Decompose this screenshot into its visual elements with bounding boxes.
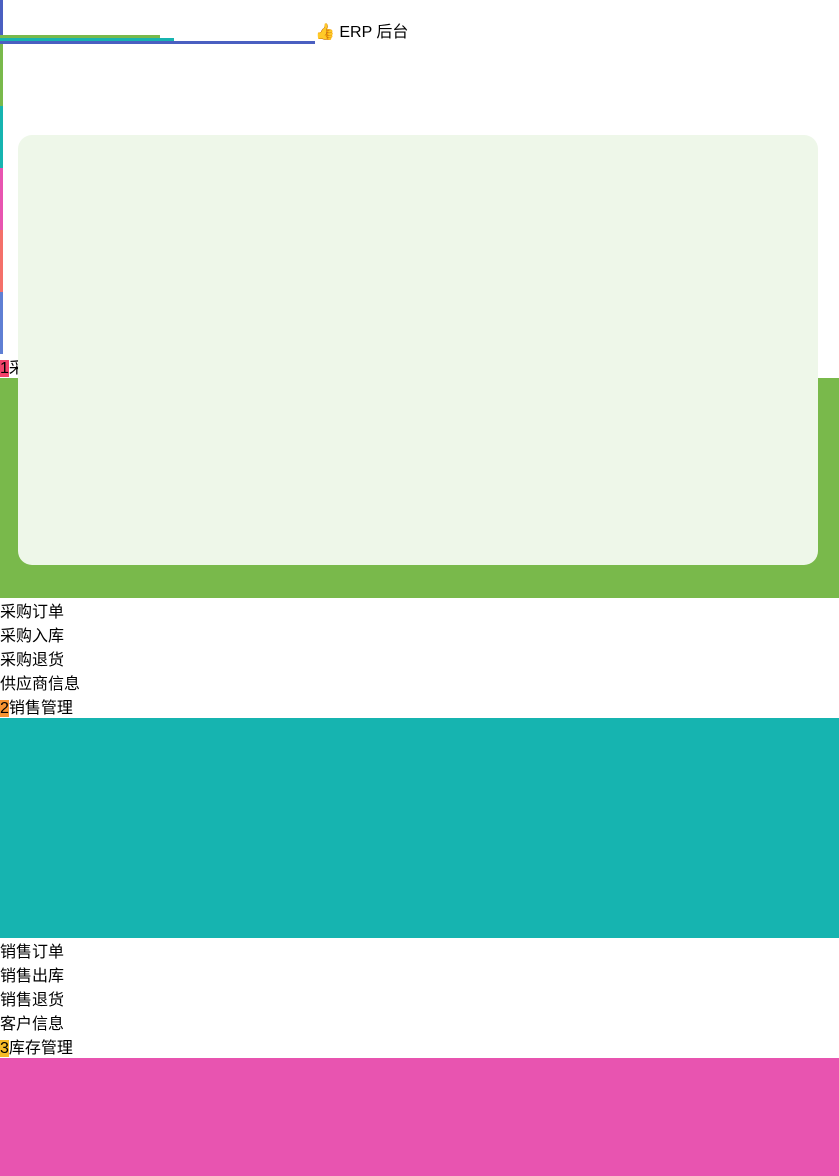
column-header-3[interactable]: 3库存管理 [0,1034,839,1058]
connector-root-stem [0,0,3,35]
column-3: 3库存管理仓库信息产品库存其它出库其它入库库存调拨库存盘点出库库明细 [0,1034,839,1176]
column-title-3: 库存管理 [8,1040,73,1057]
leaf-spine-3 [0,1058,839,1176]
connector-drop-2 [0,106,3,168]
leaf-item[interactable]: 客户信息 [0,1010,86,1034]
leaf-item[interactable]: 销售出库 [0,962,86,986]
leaf-item[interactable]: 采购订单 [0,598,86,622]
leaf-label: 客户信息 [0,1016,65,1033]
leaf-label: 销售出库 [0,968,65,985]
leaf-list-2: 销售订单销售出库销售退货客户信息 [0,718,839,1034]
thumbs-up-icon: 👍 [315,24,335,41]
leaf-label: 供应商信息 [0,676,81,693]
connector-bus-segment-sales [0,38,174,41]
connector-bus-segment-finance [0,41,330,44]
connector-drop-5 [0,292,3,354]
column-badge-2: 2 [0,700,9,717]
column-badge-3: 3 [0,1040,9,1057]
connector-drop-1 [0,44,3,106]
leaf-label: 销售退货 [0,992,65,1009]
connector-bus-segment-purchasing [0,35,160,38]
leaf-item[interactable]: 采购退货 [0,646,86,670]
leaf-list-3: 仓库信息产品库存其它出库其它入库库存调拨库存盘点出库库明细 [0,1058,839,1176]
connector-drop-3 [0,168,3,230]
diagram-panel [18,135,818,565]
leaf-label: 采购退货 [0,652,65,669]
connector-layer [0,0,839,354]
column-2: 2销售管理销售订单销售出库销售退货客户信息 [0,694,839,1034]
leaf-label: 采购入库 [0,628,65,645]
leaf-item[interactable]: 销售退货 [0,986,86,1010]
column-badge-1: 1 [0,360,9,377]
leaf-label: 销售订单 [0,944,65,961]
leaf-item[interactable]: 供应商信息 [0,670,102,694]
root-node[interactable]: 👍 ERP 后台 [315,18,525,82]
leaf-label: 采购订单 [0,604,65,621]
column-header-2[interactable]: 2销售管理 [0,694,839,718]
leaf-item[interactable]: 采购入库 [0,622,86,646]
root-title: ERP 后台 [339,24,409,41]
column-title-2: 销售管理 [8,700,73,717]
leaf-spine-2 [0,718,839,938]
leaf-item[interactable]: 销售订单 [0,938,86,962]
connector-drop-4 [0,230,3,292]
